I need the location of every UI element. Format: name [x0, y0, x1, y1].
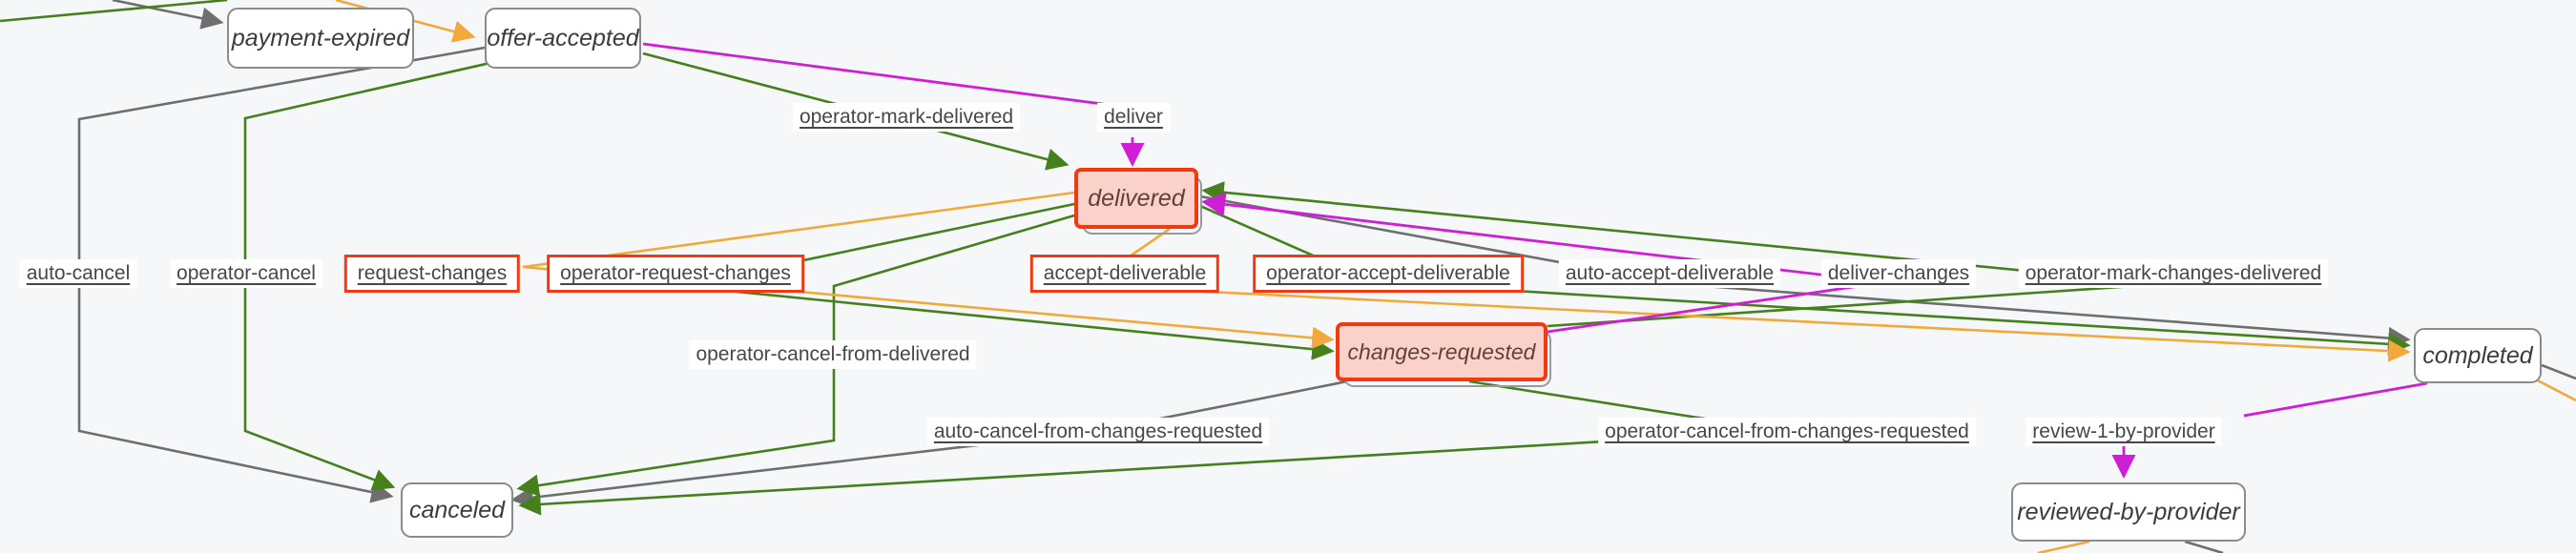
- edge-label-operator-accept-deliverable[interactable]: operator-accept-deliverable: [1253, 255, 1524, 293]
- node-offer-accepted[interactable]: offer-accepted: [485, 8, 641, 69]
- edge-label-auto-cancel[interactable]: auto-cancel: [19, 259, 137, 288]
- node-delivered[interactable]: delivered: [1074, 168, 1198, 229]
- edge-label-auto-accept-deliverable[interactable]: auto-accept-deliverable: [1558, 259, 1781, 288]
- edge-label-deliver-changes[interactable]: deliver-changes: [1820, 259, 1977, 288]
- edge-label-operator-cancel[interactable]: operator-cancel: [170, 259, 322, 288]
- edge-label-auto-cancel-from-changes-requested[interactable]: auto-cancel-from-changes-requested: [926, 418, 1270, 446]
- edge-label-operator-request-changes[interactable]: operator-request-changes: [547, 255, 804, 293]
- node-changes-requested[interactable]: changes-requested: [1336, 322, 1548, 381]
- edge-label-deliver[interactable]: deliver: [1097, 103, 1170, 132]
- edge-label-operator-mark-changes-delivered[interactable]: operator-mark-changes-delivered: [2018, 259, 2329, 288]
- edge-label-operator-cancel-from-changes-requested[interactable]: operator-cancel-from-changes-requested: [1598, 418, 1976, 446]
- edge-label-operator-cancel-from-delivered: operator-cancel-from-delivered: [689, 340, 977, 369]
- edge-label-request-changes[interactable]: request-changes: [343, 255, 521, 293]
- node-canceled[interactable]: canceled: [401, 482, 513, 538]
- node-completed[interactable]: completed: [2414, 328, 2542, 383]
- node-reviewed-by-provider[interactable]: reviewed-by-provider: [2011, 482, 2246, 542]
- edge-label-accept-deliverable[interactable]: accept-deliverable: [1029, 255, 1220, 293]
- edge-label-operator-mark-delivered[interactable]: operator-mark-delivered: [792, 103, 1021, 132]
- edge-label-review-1-by-provider[interactable]: review-1-by-provider: [2025, 418, 2222, 446]
- node-payment-expired[interactable]: payment-expired: [227, 8, 414, 69]
